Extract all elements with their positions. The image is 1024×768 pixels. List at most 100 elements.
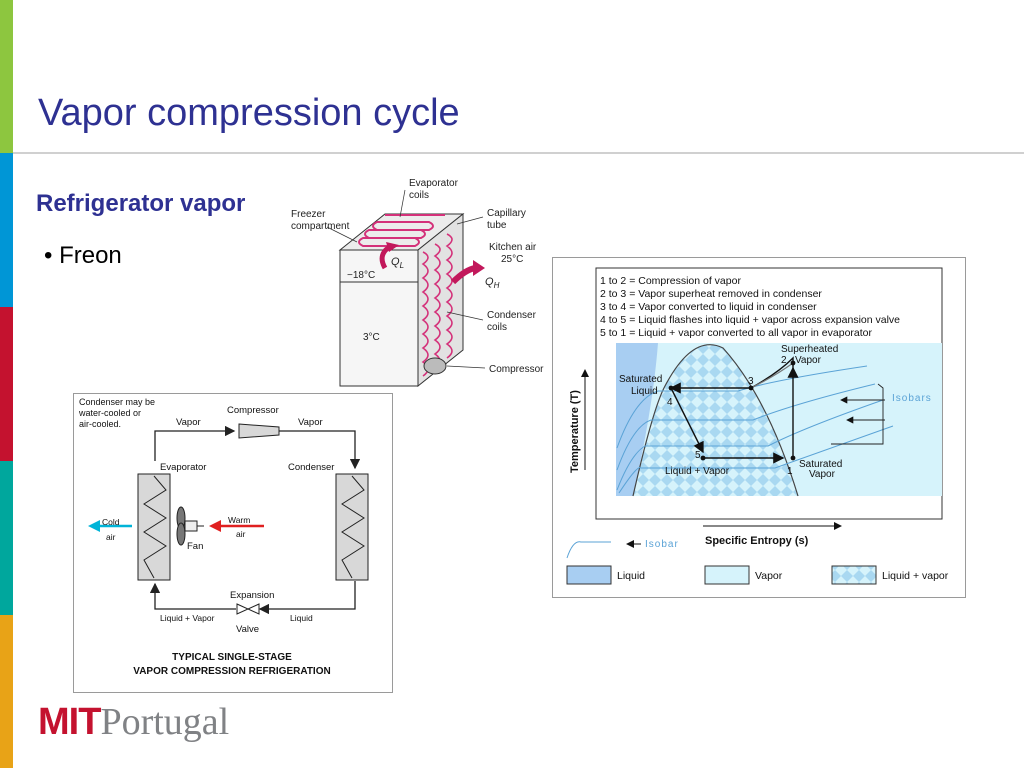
label-capillary-1: Capillary xyxy=(487,208,526,219)
slide-title: Vapor compression cycle xyxy=(38,92,460,134)
label-condenser-coils-1: Condenser xyxy=(487,310,537,321)
liquid-region xyxy=(616,343,658,496)
bullet-freon: • Freon xyxy=(44,242,122,269)
point-label-5: 5 xyxy=(695,450,701,461)
point-label-4: 4 xyxy=(667,397,673,408)
label-capillary-2: tube xyxy=(487,220,507,231)
expansion-valve-right-icon xyxy=(246,603,260,615)
label-vapor-right: Vapor xyxy=(298,417,323,428)
label-sat-vapor-2: Vapor xyxy=(809,469,836,480)
label-superheated-1: Superheated xyxy=(781,344,838,355)
label-liquid: Liquid xyxy=(290,613,313,623)
caption-line-2: VAPOR COMPRESSION REFRIGERATION xyxy=(133,666,330,677)
label-freezer-2: compartment xyxy=(291,221,350,232)
label-liquid-vapor: Liquid + Vapor xyxy=(160,613,215,623)
label-freezer-1: Freezer xyxy=(291,209,326,220)
point-1 xyxy=(790,455,796,461)
stripe-teal xyxy=(0,461,13,615)
label-liquid-plus-vapor: Liquid + Vapor xyxy=(665,466,730,477)
isobar-lines xyxy=(616,365,894,494)
compressor-icon xyxy=(238,423,280,439)
cycle-svg: Condenser may be water-cooled or air-coo… xyxy=(78,397,369,677)
caption-line-1: TYPICAL SINGLE-STAGE xyxy=(172,652,292,663)
label-kitchen-air-1: Kitchen air xyxy=(489,242,537,253)
step-2: 2 to 3 = Vapor superheat removed in cond… xyxy=(600,288,822,300)
label-qh: QH xyxy=(485,276,500,290)
evaporator-coil-icon xyxy=(358,214,445,247)
point-2 xyxy=(790,360,796,366)
subheading: Refrigerator vapor xyxy=(36,190,246,217)
refrigerator-svg: Evaporator coils Freezer compartment Cap… xyxy=(291,178,544,388)
label-condenser: Condenser xyxy=(288,462,334,473)
saturation-dome xyxy=(632,344,799,497)
mit-portugal-logo: MITPortugal xyxy=(38,700,229,744)
label-sat-liquid-2: Liquid xyxy=(631,386,658,397)
point-4 xyxy=(668,385,674,391)
label-isobars: Isobars xyxy=(892,393,932,404)
expansion-valve-icon xyxy=(236,603,250,615)
logo-mit: MIT xyxy=(38,701,101,743)
refrigerator-diagram: Evaporator coils Freezer compartment Cap… xyxy=(285,172,550,390)
label-sat-liquid-1: Saturated xyxy=(619,374,662,385)
note-line-2: water-cooled or xyxy=(78,408,141,418)
label-cold-air-2: air xyxy=(106,532,116,542)
legend-label-liquid: Liquid xyxy=(617,570,645,582)
title-divider xyxy=(13,152,1024,154)
ts-svg: Isobars 2 3 4 5 1 Superheated Vapor Satu… xyxy=(566,267,949,585)
label-cold-air-1: Cold xyxy=(102,517,120,527)
legend-swatch-liquid xyxy=(566,565,612,585)
evaporator-box-icon xyxy=(137,473,171,581)
logo-portugal: Portugal xyxy=(100,701,230,743)
evaporator-coil-icon xyxy=(143,475,167,579)
warm-air-arrowhead-icon xyxy=(209,520,221,532)
label-freezer-temp: −18°C xyxy=(347,270,375,281)
step-3: 3 to 4 = Vapor converted to liquid in co… xyxy=(600,301,817,313)
isobar-legend-label: Isobar xyxy=(645,539,679,550)
point-label-3: 3 xyxy=(748,376,754,387)
label-ql: QL xyxy=(391,256,404,270)
point-label-2: 2 xyxy=(781,355,787,366)
compressor-icon xyxy=(423,357,447,375)
condenser-box-icon xyxy=(335,473,369,581)
stripe-blue xyxy=(0,153,13,307)
legend-label-mixture: Liquid + vapor xyxy=(882,570,949,582)
legend-swatch-mixture xyxy=(831,565,877,585)
point-5 xyxy=(700,455,706,461)
label-fan: Fan xyxy=(187,541,203,552)
label-kitchen-air-2: 25°C xyxy=(501,254,523,265)
note-line-1: Condenser may be xyxy=(79,397,155,407)
fan-icon xyxy=(176,506,204,546)
label-fridge-temp: 3°C xyxy=(363,332,380,343)
ts-diagram: Isobars 2 3 4 5 1 Superheated Vapor Satu… xyxy=(552,257,966,598)
note-line-3: air-cooled. xyxy=(79,419,121,429)
label-valve: Valve xyxy=(236,624,259,635)
point-3 xyxy=(748,385,754,391)
label-compressor: Compressor xyxy=(227,405,279,416)
step-1: 1 to 2 = Compression of vapor xyxy=(600,275,741,287)
label-evaporator-coils-1: Evaporator xyxy=(409,178,459,189)
label-evaporator-coils-2: coils xyxy=(409,190,429,201)
cycle-diagram: Condenser may be water-cooled or air-coo… xyxy=(73,393,393,693)
label-condenser-coils-2: coils xyxy=(487,322,507,333)
stripe-orange xyxy=(0,615,13,768)
step-4: 4 to 5 = Liquid flashes into liquid + va… xyxy=(600,314,900,326)
cold-air-arrowhead-icon xyxy=(88,520,100,532)
label-evaporator: Evaporator xyxy=(160,462,206,473)
x-axis-label: Specific Entropy (s) xyxy=(705,535,809,547)
qh-arrowhead-icon xyxy=(473,260,485,276)
condenser-coil-icon xyxy=(421,233,453,377)
condenser-coil-icon xyxy=(341,475,365,579)
label-vapor-left: Vapor xyxy=(176,417,201,428)
label-warm-air-2: air xyxy=(236,529,246,539)
label-compressor: Compressor xyxy=(489,364,544,375)
label-superheated-2: Vapor xyxy=(795,355,822,366)
label-warm-air-1: Warm xyxy=(228,515,250,525)
y-axis-label: Temperature (T) xyxy=(569,390,581,473)
label-sat-vapor-1: Saturated xyxy=(799,459,842,470)
step-5: 5 to 1 = Liquid + vapor converted to all… xyxy=(600,327,873,339)
label-expansion: Expansion xyxy=(230,590,274,601)
point-label-1: 1 xyxy=(787,466,793,477)
stripe-green xyxy=(0,0,13,153)
legend-swatch-vapor xyxy=(704,565,750,585)
ql-arrowhead-icon xyxy=(386,242,399,252)
